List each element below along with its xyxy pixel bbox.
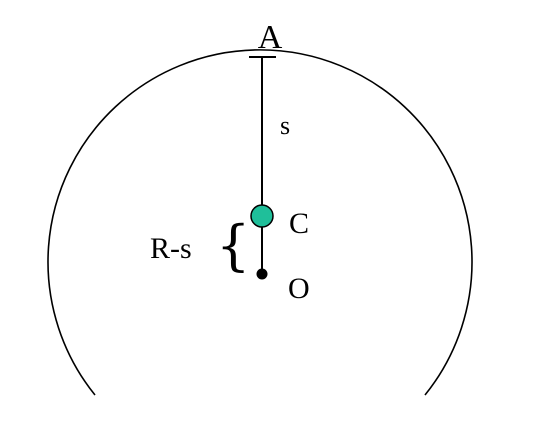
distance-brace: {: [216, 214, 250, 277]
origin-point-marker: [256, 268, 268, 280]
label-r-minus-s: R-s: [150, 232, 192, 265]
label-c: C: [289, 207, 309, 240]
label-s: s: [280, 111, 290, 140]
circle-arc: [47, 49, 473, 396]
label-o: O: [288, 272, 310, 305]
center-point-marker: [250, 204, 274, 228]
label-a: A: [258, 19, 283, 56]
